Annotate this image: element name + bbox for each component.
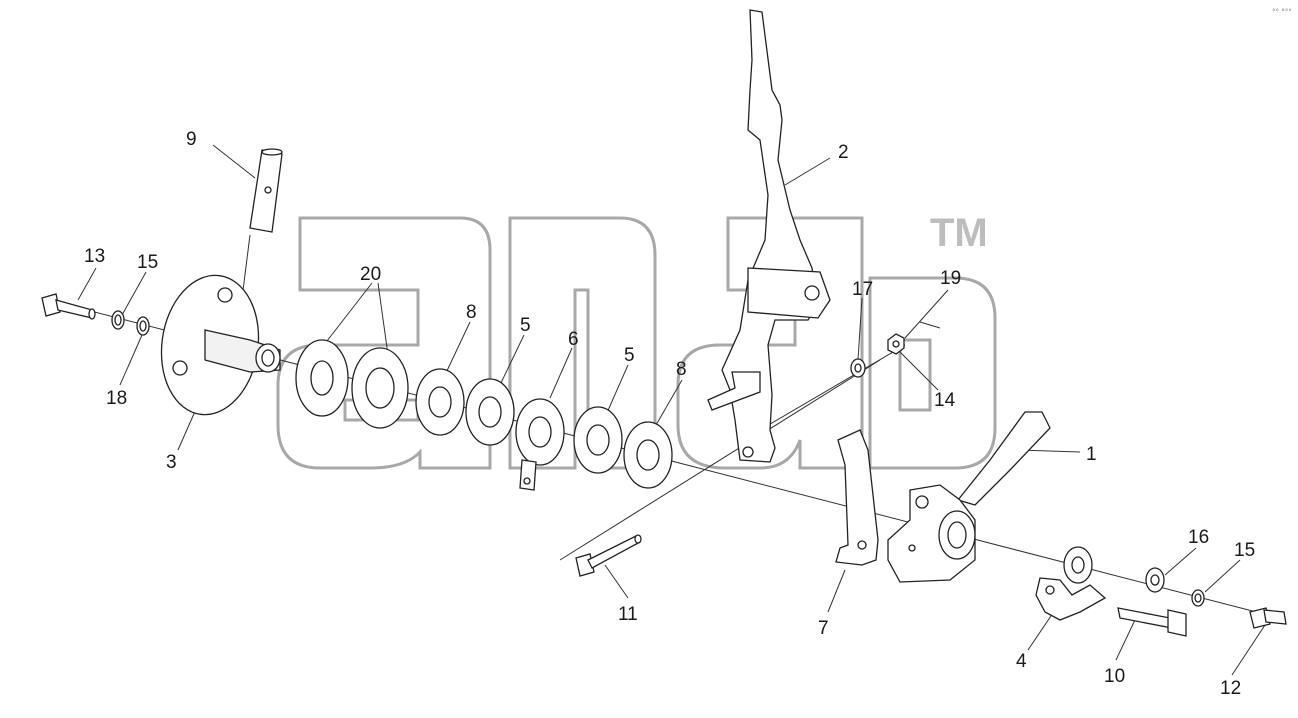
part-9-pin [249, 148, 283, 233]
part-15-washer-left [111, 310, 125, 330]
corner-mark: °° °°° [1272, 8, 1292, 16]
leader-lines [77, 144, 1266, 676]
callout-15-left: 15 [137, 252, 158, 273]
part-8-washer-b [623, 421, 673, 489]
part-20-washer-b [351, 347, 409, 429]
callout-18: 18 [106, 388, 127, 409]
part-19-cotter-pin [919, 321, 941, 329]
callout-5-right: 5 [624, 345, 635, 366]
callout-2: 2 [838, 142, 849, 163]
callout-17: 17 [852, 279, 873, 300]
part-11-bolt [575, 534, 642, 577]
callout-14: 14 [934, 390, 956, 411]
part-12-bolt [1249, 607, 1287, 629]
part-15-washer-right [1191, 589, 1205, 607]
callout-5-left: 5 [520, 315, 531, 336]
part-16-washer [1145, 567, 1165, 593]
callout-8-left: 8 [466, 302, 477, 323]
watermark-logo: TM [276, 211, 997, 470]
part-1-arm [887, 411, 1051, 583]
callout-20: 20 [360, 264, 381, 285]
part-4-clamp [1035, 546, 1107, 621]
callout-6: 6 [568, 329, 579, 350]
part-7-bracket [835, 429, 879, 566]
part-14-nut [887, 333, 905, 355]
callout-labels: 9 2 13 15 18 3 20 8 5 6 5 8 17 19 14 1 1… [84, 129, 1255, 699]
part-18-washer [136, 316, 150, 336]
part-6-tab-washer [515, 398, 565, 491]
part-13-bolt [41, 293, 96, 320]
callout-9: 9 [186, 129, 197, 150]
callout-10: 10 [1104, 666, 1125, 687]
callout-1: 1 [1086, 444, 1097, 465]
callout-19: 19 [940, 268, 961, 289]
part-3-flange [160, 274, 281, 416]
part-5-washer-b [573, 406, 623, 474]
callout-3: 3 [166, 452, 177, 473]
callout-11: 11 [618, 604, 638, 625]
part-5-washer-a [465, 378, 515, 446]
callout-13: 13 [84, 246, 105, 267]
part-20-washer-a [295, 339, 349, 417]
part-8-washer-a [415, 368, 465, 436]
part-10-bolt [1117, 607, 1187, 637]
callout-7: 7 [818, 618, 829, 639]
callout-15-right: 15 [1234, 540, 1255, 561]
callout-12: 12 [1220, 678, 1241, 699]
trademark-symbol: TM [930, 211, 988, 255]
callout-16: 16 [1188, 527, 1209, 548]
callout-8-right: 8 [676, 359, 687, 380]
callout-4: 4 [1016, 651, 1027, 672]
part-2-lever [707, 9, 831, 463]
part-17-washer [850, 358, 866, 378]
